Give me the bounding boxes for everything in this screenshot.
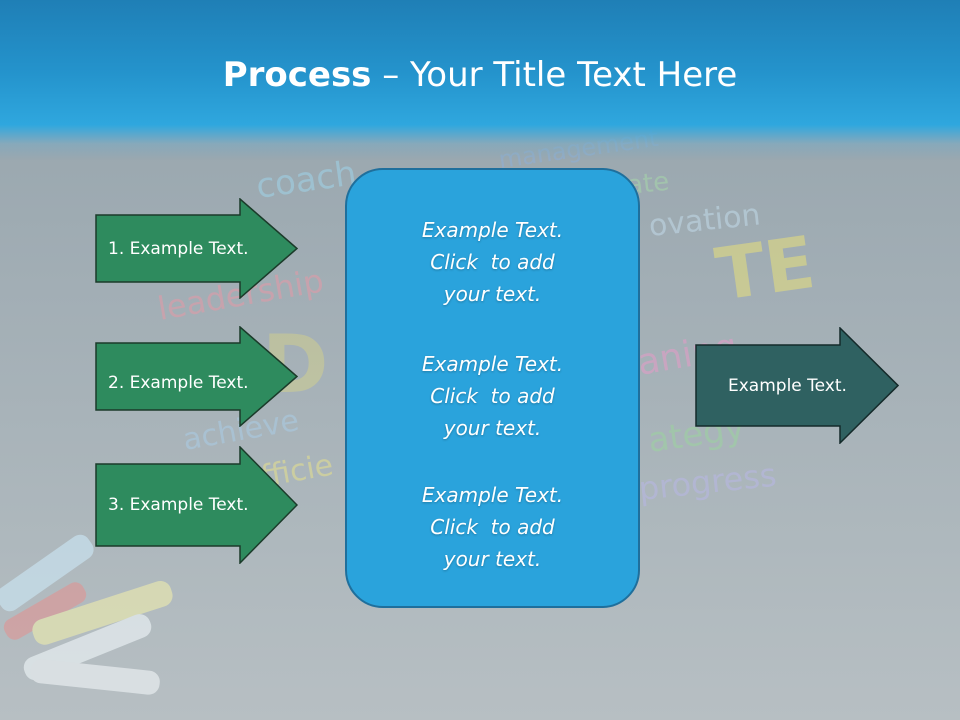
center-text-2-line-3: your text.: [443, 416, 542, 440]
slide-title[interactable]: Process – Your Title Text Here: [0, 52, 960, 98]
arrow-right-shape: [95, 326, 298, 427]
arrow-right-shape: [95, 198, 298, 299]
center-text-block-1[interactable]: Example Text. Click to add your text.: [347, 214, 638, 310]
slide-title-rest: – Your Title Text Here: [371, 55, 738, 95]
center-text-3-line-1: Example Text.: [421, 483, 564, 507]
center-text-3-line-3: your text.: [443, 547, 542, 571]
bg-word-te: TE: [711, 220, 820, 317]
left-arrow-3-label: 3. Example Text.: [108, 495, 249, 515]
slide-title-bold: Process: [222, 55, 372, 95]
center-text-2-line-2: Click to add: [430, 384, 555, 408]
left-arrow-3[interactable]: 3. Example Text.: [95, 446, 298, 564]
center-content-box[interactable]: Example Text. Click to add your text. Ex…: [345, 168, 640, 608]
center-text-1-line-3: your text.: [443, 282, 542, 306]
right-arrow[interactable]: Example Text.: [695, 327, 899, 444]
right-arrow-label: Example Text.: [728, 375, 847, 396]
center-text-1-line-1: Example Text.: [421, 218, 564, 242]
center-text-block-2[interactable]: Example Text. Click to add your text.: [347, 348, 638, 444]
center-text-1-line-2: Click to add: [430, 250, 555, 274]
title-header-band: [0, 0, 960, 160]
left-arrow-1-label: 1. Example Text.: [108, 238, 249, 259]
chalk-sticks-decoration: [0, 534, 173, 695]
left-arrow-2[interactable]: 2. Example Text.: [95, 326, 298, 427]
left-arrow-1[interactable]: 1. Example Text.: [95, 198, 298, 299]
bg-word-progress: progress: [637, 456, 778, 508]
center-text-3-line-2: Click to add: [430, 515, 555, 539]
center-text-block-3[interactable]: Example Text. Click to add your text.: [347, 479, 638, 575]
arrow-right-shape: [95, 446, 298, 564]
center-text-2-line-1: Example Text.: [421, 352, 564, 376]
arrow-right-shape: [695, 327, 899, 444]
left-arrow-2-label: 2. Example Text.: [108, 373, 249, 393]
